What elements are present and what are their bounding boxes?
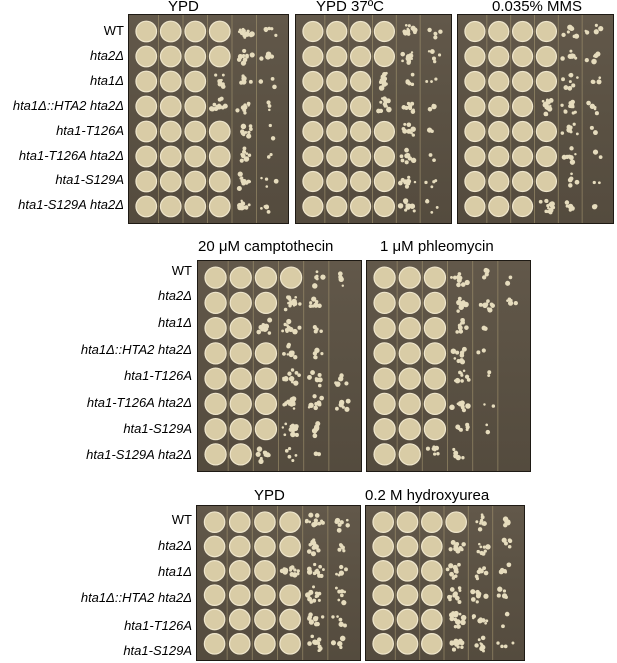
row-label: WT — [171, 512, 192, 527]
panel-title-mms: 0.035% MMS — [492, 0, 583, 15]
spot-plate-image — [203, 506, 350, 660]
panel-title-ypd-2: YPD — [254, 487, 285, 504]
panel-title-camptothecin: 20 μM camptothecin — [198, 238, 334, 255]
row-label: hta1-T126A — [56, 123, 124, 138]
row-label: hta1-S129A — [123, 421, 192, 436]
row-label: hta1-S129A hta2Δ — [86, 447, 192, 462]
plate-phleomycin — [366, 260, 531, 472]
plate-ypd — [128, 14, 289, 224]
row-label: hta1-T126A hta2Δ — [86, 395, 192, 410]
plate-hydroxyurea — [365, 505, 525, 661]
spot-plate-image — [302, 15, 443, 223]
row-label: hta1Δ — [89, 73, 124, 88]
row-label: hta2Δ — [157, 288, 192, 303]
row-label: hta1Δ::HTA2 hta2Δ — [12, 98, 124, 113]
plate-ypd-37c — [295, 14, 452, 224]
row-label: hta1Δ — [157, 564, 192, 579]
panel-title-ypd-37c: YPD 37ºC — [316, 0, 385, 15]
row-label: hta2Δ — [89, 48, 124, 63]
plate-ypd-2 — [196, 505, 361, 661]
row-label: hta1-S129A — [123, 643, 192, 658]
plate-mms — [457, 14, 614, 224]
row-label: hta1-T126A — [124, 618, 192, 633]
row-label: WT — [103, 23, 124, 38]
row-label: hta1-S129A hta2Δ — [18, 197, 124, 212]
plate-camptothecin — [197, 260, 362, 472]
spot-plate-image — [464, 15, 604, 223]
spot-plate-image — [204, 261, 351, 471]
row-label: hta1-S129A — [55, 172, 124, 187]
row-label: hta1-T126A — [124, 368, 192, 383]
row-label: hta1-T126A hta2Δ — [18, 148, 124, 163]
row-label: hta1Δ::HTA2 hta2Δ — [80, 590, 192, 605]
row-label: hta1Δ::HTA2 hta2Δ — [80, 342, 192, 357]
row-label: hta1Δ — [157, 315, 192, 330]
row-label: WT — [171, 263, 192, 278]
panel-title-phleomycin: 1 μM phleomycin — [380, 238, 494, 255]
spot-plate-image — [372, 506, 515, 660]
spot-plate-image — [135, 15, 279, 223]
row-label: hta2Δ — [157, 538, 192, 553]
panel-title-hydroxyurea: 0.2 M hydroxyurea — [365, 487, 490, 504]
spot-plate-image — [373, 261, 518, 471]
panel-title-ypd: YPD — [168, 0, 199, 15]
